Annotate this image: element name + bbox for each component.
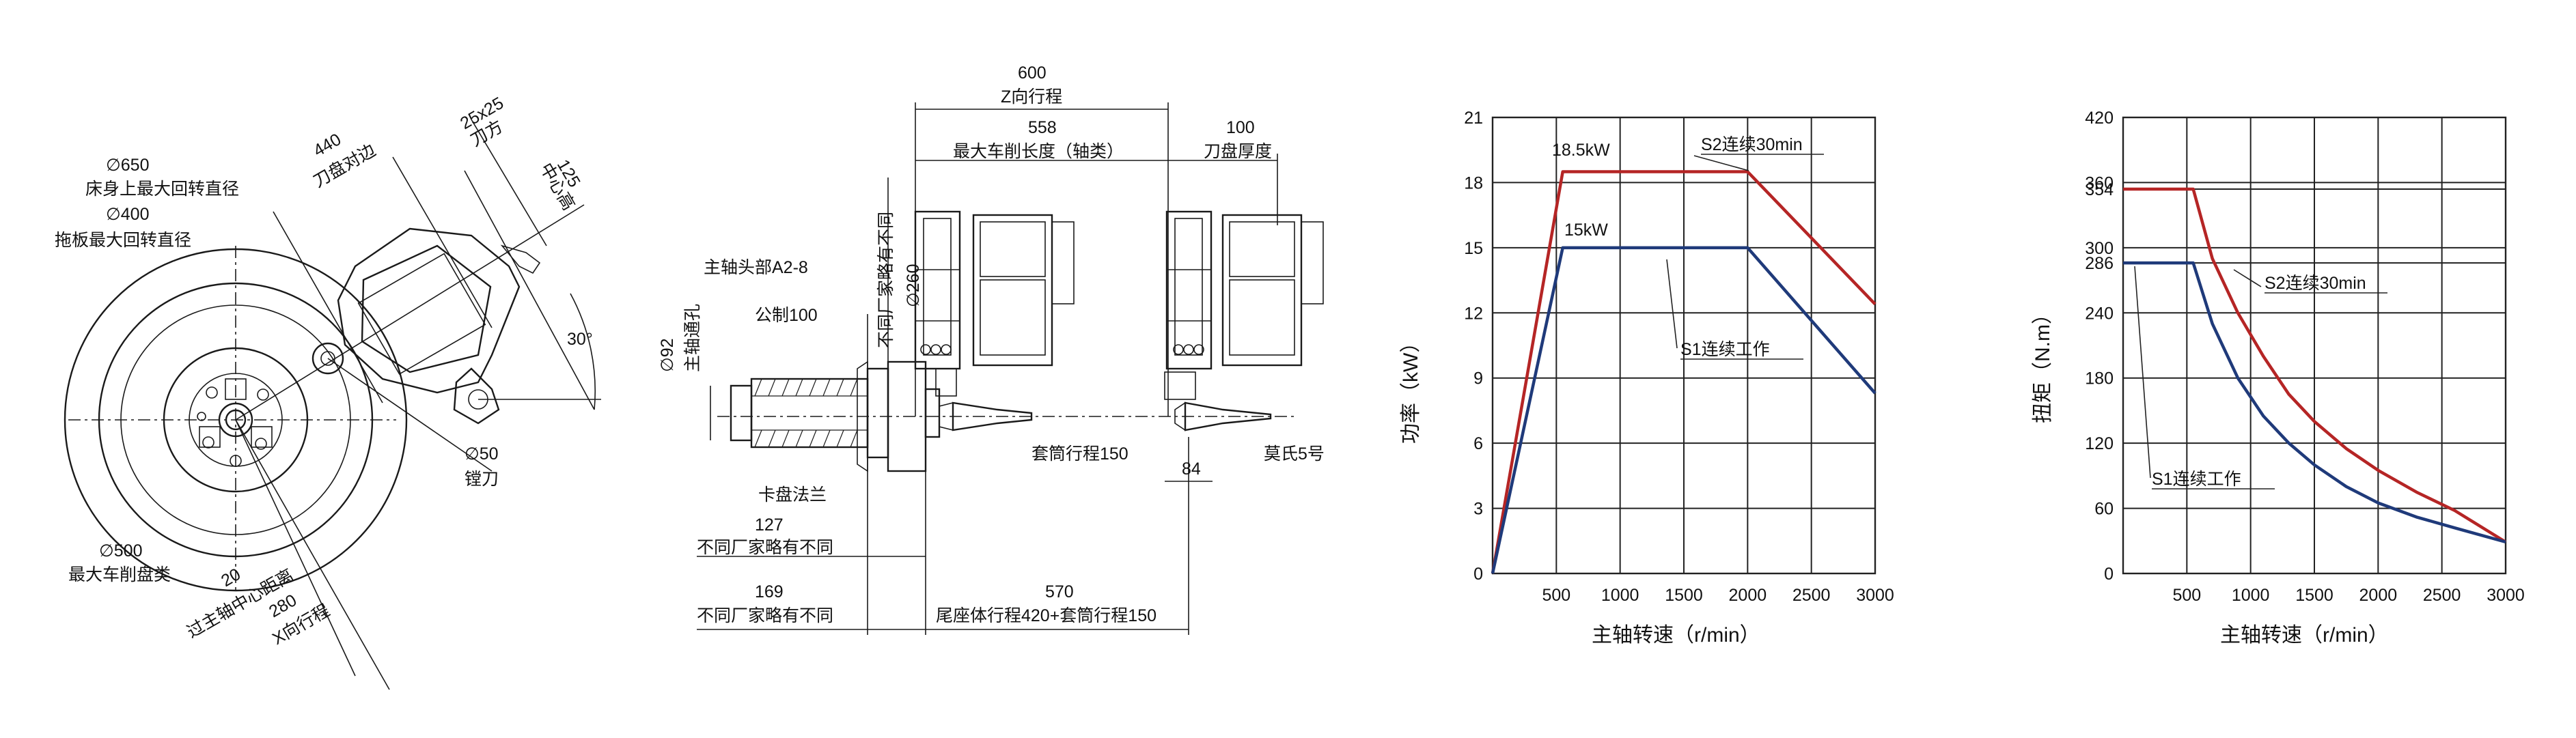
- label-30deg: 30°: [567, 330, 593, 349]
- label-570-desc: 尾座体行程420+套筒行程150: [936, 606, 1157, 625]
- turret: [311, 227, 541, 425]
- y-tick-label: 0: [2104, 565, 2114, 584]
- label-d92: ∅92: [658, 338, 677, 372]
- x-tick-label: 1000: [1601, 586, 1639, 605]
- x-tick-label: 3000: [1856, 586, 1894, 605]
- y-tick-label: 354: [2085, 180, 2114, 199]
- label-chuck-flange: 卡盘法兰: [758, 485, 827, 505]
- y-tick-label: 360: [2085, 173, 2114, 193]
- series-label: S2连续30min: [2265, 274, 2366, 293]
- series-line-s2: [1491, 170, 1876, 574]
- label-570: 570: [1045, 582, 1074, 601]
- leader-line: [2233, 269, 2262, 287]
- label-d650: ∅650: [106, 156, 150, 175]
- left-end-view: ∅650 床身上最大回转直径 ∅400 拖板最大回转直径 ∅500 最大车削盘类…: [55, 94, 601, 690]
- y-tick-label: 240: [2085, 304, 2114, 323]
- series-line-s1: [1491, 246, 1876, 574]
- x-tick-label: 2500: [2423, 586, 2461, 605]
- y-tick-label: 180: [2085, 369, 2114, 388]
- y-tick-label: 18: [1464, 173, 1483, 193]
- y-tick-label: 0: [1473, 565, 1483, 584]
- label-84: 84: [1182, 459, 1201, 479]
- label-558: 558: [1028, 118, 1057, 137]
- label-spindle-head: 主轴头部A2-8: [704, 258, 808, 277]
- y-tick-label: 286: [2085, 254, 2114, 273]
- label-d400-desc: 拖板最大回转直径: [55, 231, 191, 250]
- label-558-desc: 最大车削长度（轴类）: [953, 142, 1124, 161]
- y-tick-label: 12: [1464, 304, 1483, 323]
- label-metric: 公制100: [755, 306, 818, 325]
- x-tick-label: 500: [1542, 586, 1570, 605]
- label-600-desc: Z向行程: [1001, 87, 1062, 107]
- x-tick-label: 3000: [2487, 586, 2525, 605]
- label-d50-desc: 镗刀: [465, 470, 499, 489]
- label-20: 20: [218, 565, 244, 591]
- x-tick-label: 1000: [2232, 586, 2270, 605]
- y-tick-label: 60: [2094, 500, 2114, 519]
- label-morse: 莫氏5号: [1264, 444, 1325, 464]
- label-440: 440: [310, 130, 344, 160]
- leader-line: [1693, 155, 1749, 171]
- y-tick-label: 15: [1464, 239, 1483, 258]
- series-line-s1: [2123, 261, 2506, 544]
- y-tick-label: 3: [1473, 500, 1483, 519]
- label-600: 600: [1018, 63, 1047, 83]
- x-axis-title: 主轴转速（r/min）: [2220, 624, 2389, 647]
- label-d92-desc: 主轴通孔: [683, 304, 702, 372]
- label-d260-desc: 不同厂家略有不同: [876, 212, 896, 348]
- label-100-desc: 刀盘厚度: [1204, 142, 1272, 161]
- x-tick-label: 500: [2172, 586, 2201, 605]
- label-127: 127: [755, 515, 784, 535]
- side-view: 600 Z向行程 558 最大车削长度（轴类） 100 刀盘厚度: [658, 63, 1325, 635]
- y-tick-label: 420: [2085, 109, 2114, 128]
- data-annotation: 15kW: [1564, 221, 1608, 240]
- series-label: S1连续工作: [1680, 340, 1770, 359]
- y-tick-label: 120: [2085, 434, 2114, 453]
- series-line-s2: [2123, 187, 2507, 543]
- x-tick-label: 2500: [1792, 586, 1831, 605]
- data-annotation: 18.5kW: [1552, 141, 1610, 160]
- label-169-desc: 不同厂家略有不同: [697, 606, 833, 625]
- label-127-desc: 不同厂家略有不同: [697, 538, 833, 557]
- chuck-jaws: [197, 378, 273, 467]
- x-tick-label: 2000: [1729, 586, 1767, 605]
- turret-block-right: [1164, 210, 1324, 400]
- label-d500: ∅500: [99, 541, 143, 560]
- x-axis-title: 主轴转速（r/min）: [1592, 624, 1760, 647]
- series-label: S2连续30min: [1701, 135, 1803, 154]
- label-d50: ∅50: [465, 444, 499, 464]
- label-169: 169: [755, 582, 784, 601]
- y-axis-title: 扭矩（N.m）: [2032, 304, 2054, 423]
- label-d260: ∅260: [904, 264, 923, 308]
- leader-line: [2134, 266, 2151, 479]
- label-d650-desc: 床身上最大回转直径: [85, 180, 239, 199]
- label-quill-travel: 套筒行程150: [1031, 444, 1128, 464]
- y-tick-label: 9: [1473, 369, 1483, 388]
- series-label: S1连续工作: [2152, 470, 2241, 489]
- y-tick-label: 21: [1464, 109, 1483, 128]
- x-tick-label: 2000: [2359, 586, 2398, 605]
- label-d500-desc: 最大车削盘类: [68, 565, 171, 584]
- label-100: 100: [1226, 118, 1255, 137]
- leader-line: [1666, 259, 1678, 349]
- power-chart: 0 3 6 9 12 15 18 21 500 1000 1500 2000 2500 3000 主轴转速（…: [1400, 109, 1894, 647]
- turret-block-left: [914, 210, 1075, 397]
- y-tick-label: 6: [1473, 434, 1483, 453]
- x-tick-label: 1500: [2295, 586, 2333, 605]
- tailstock: [939, 401, 1272, 431]
- y-axis-title: 功率（kW）: [1400, 332, 1422, 444]
- label-d400: ∅400: [106, 205, 150, 224]
- y-tick-label: 300: [2085, 239, 2114, 258]
- x-tick-label: 1500: [1665, 586, 1703, 605]
